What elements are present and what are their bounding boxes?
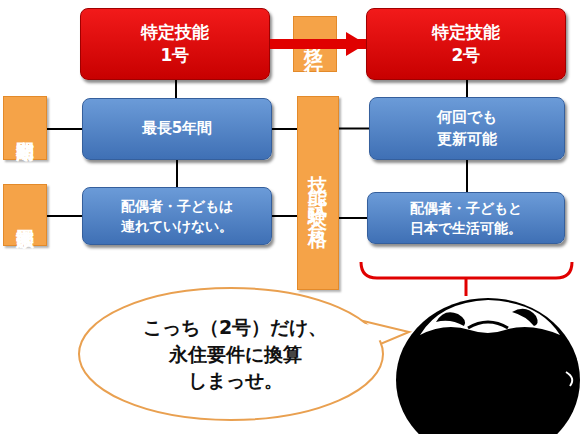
connector-line xyxy=(47,128,82,130)
node-text: こっち（2号）だけ、 永住要件に換算 しまっせ。 xyxy=(140,314,330,394)
node-text: 特定技能 2号 xyxy=(427,21,505,67)
bracket-tick xyxy=(465,278,468,296)
character-ear xyxy=(562,352,576,373)
connector-line xyxy=(272,215,297,217)
connector-line xyxy=(339,217,367,219)
node-text: 配偶者・子どもと 日本で生活可能。 xyxy=(404,198,527,239)
character-brow-right xyxy=(512,309,538,326)
row-header: 滞在期間 xyxy=(3,96,47,160)
connector-line xyxy=(466,160,468,192)
character-face xyxy=(420,300,560,335)
speech-bubble: こっち（2号）だけ、 永住要件に換算 しまっせ。 xyxy=(75,284,395,424)
bubble-seam xyxy=(361,323,402,344)
character-illustration xyxy=(396,298,580,434)
node-text: 家族帯同 xyxy=(16,196,35,234)
transition-arrow xyxy=(270,39,366,49)
character-head xyxy=(396,298,580,434)
character-mustache xyxy=(468,322,508,328)
node-text: 滞在期間 xyxy=(16,109,35,147)
node-text: 何回でも 更新可能 xyxy=(433,107,502,151)
node-text: 最長5年間 xyxy=(132,118,222,140)
node-text: 技能試験合格 xyxy=(308,103,328,283)
node-text: 特定技能 1号 xyxy=(136,21,214,67)
info-box: 配偶者・子どもと 日本で生活可能。 xyxy=(367,192,565,244)
skill-box: 特定技能 1号 xyxy=(80,8,270,80)
connector-line xyxy=(339,128,369,130)
bracket xyxy=(361,262,572,278)
connector-line xyxy=(466,80,468,97)
connector-line xyxy=(176,160,178,187)
info-box: 最長5年間 xyxy=(82,98,272,160)
character-brow-left xyxy=(436,312,465,326)
connector-line xyxy=(47,215,82,217)
row-header: 家族帯同 xyxy=(3,184,47,246)
connector-line xyxy=(272,128,297,130)
info-box: 配偶者・子どもは 連れていけない。 xyxy=(82,187,272,245)
condition-band: 技能試験合格 xyxy=(297,96,339,290)
bubble-body xyxy=(79,288,383,420)
info-box: 何回でも 更新可能 xyxy=(369,97,565,160)
skill-box: 特定技能 2号 xyxy=(366,8,566,80)
connector-line xyxy=(175,80,177,98)
character-ear-line xyxy=(566,372,572,386)
node-text: 配偶者・子どもは 連れていけない。 xyxy=(115,196,238,237)
